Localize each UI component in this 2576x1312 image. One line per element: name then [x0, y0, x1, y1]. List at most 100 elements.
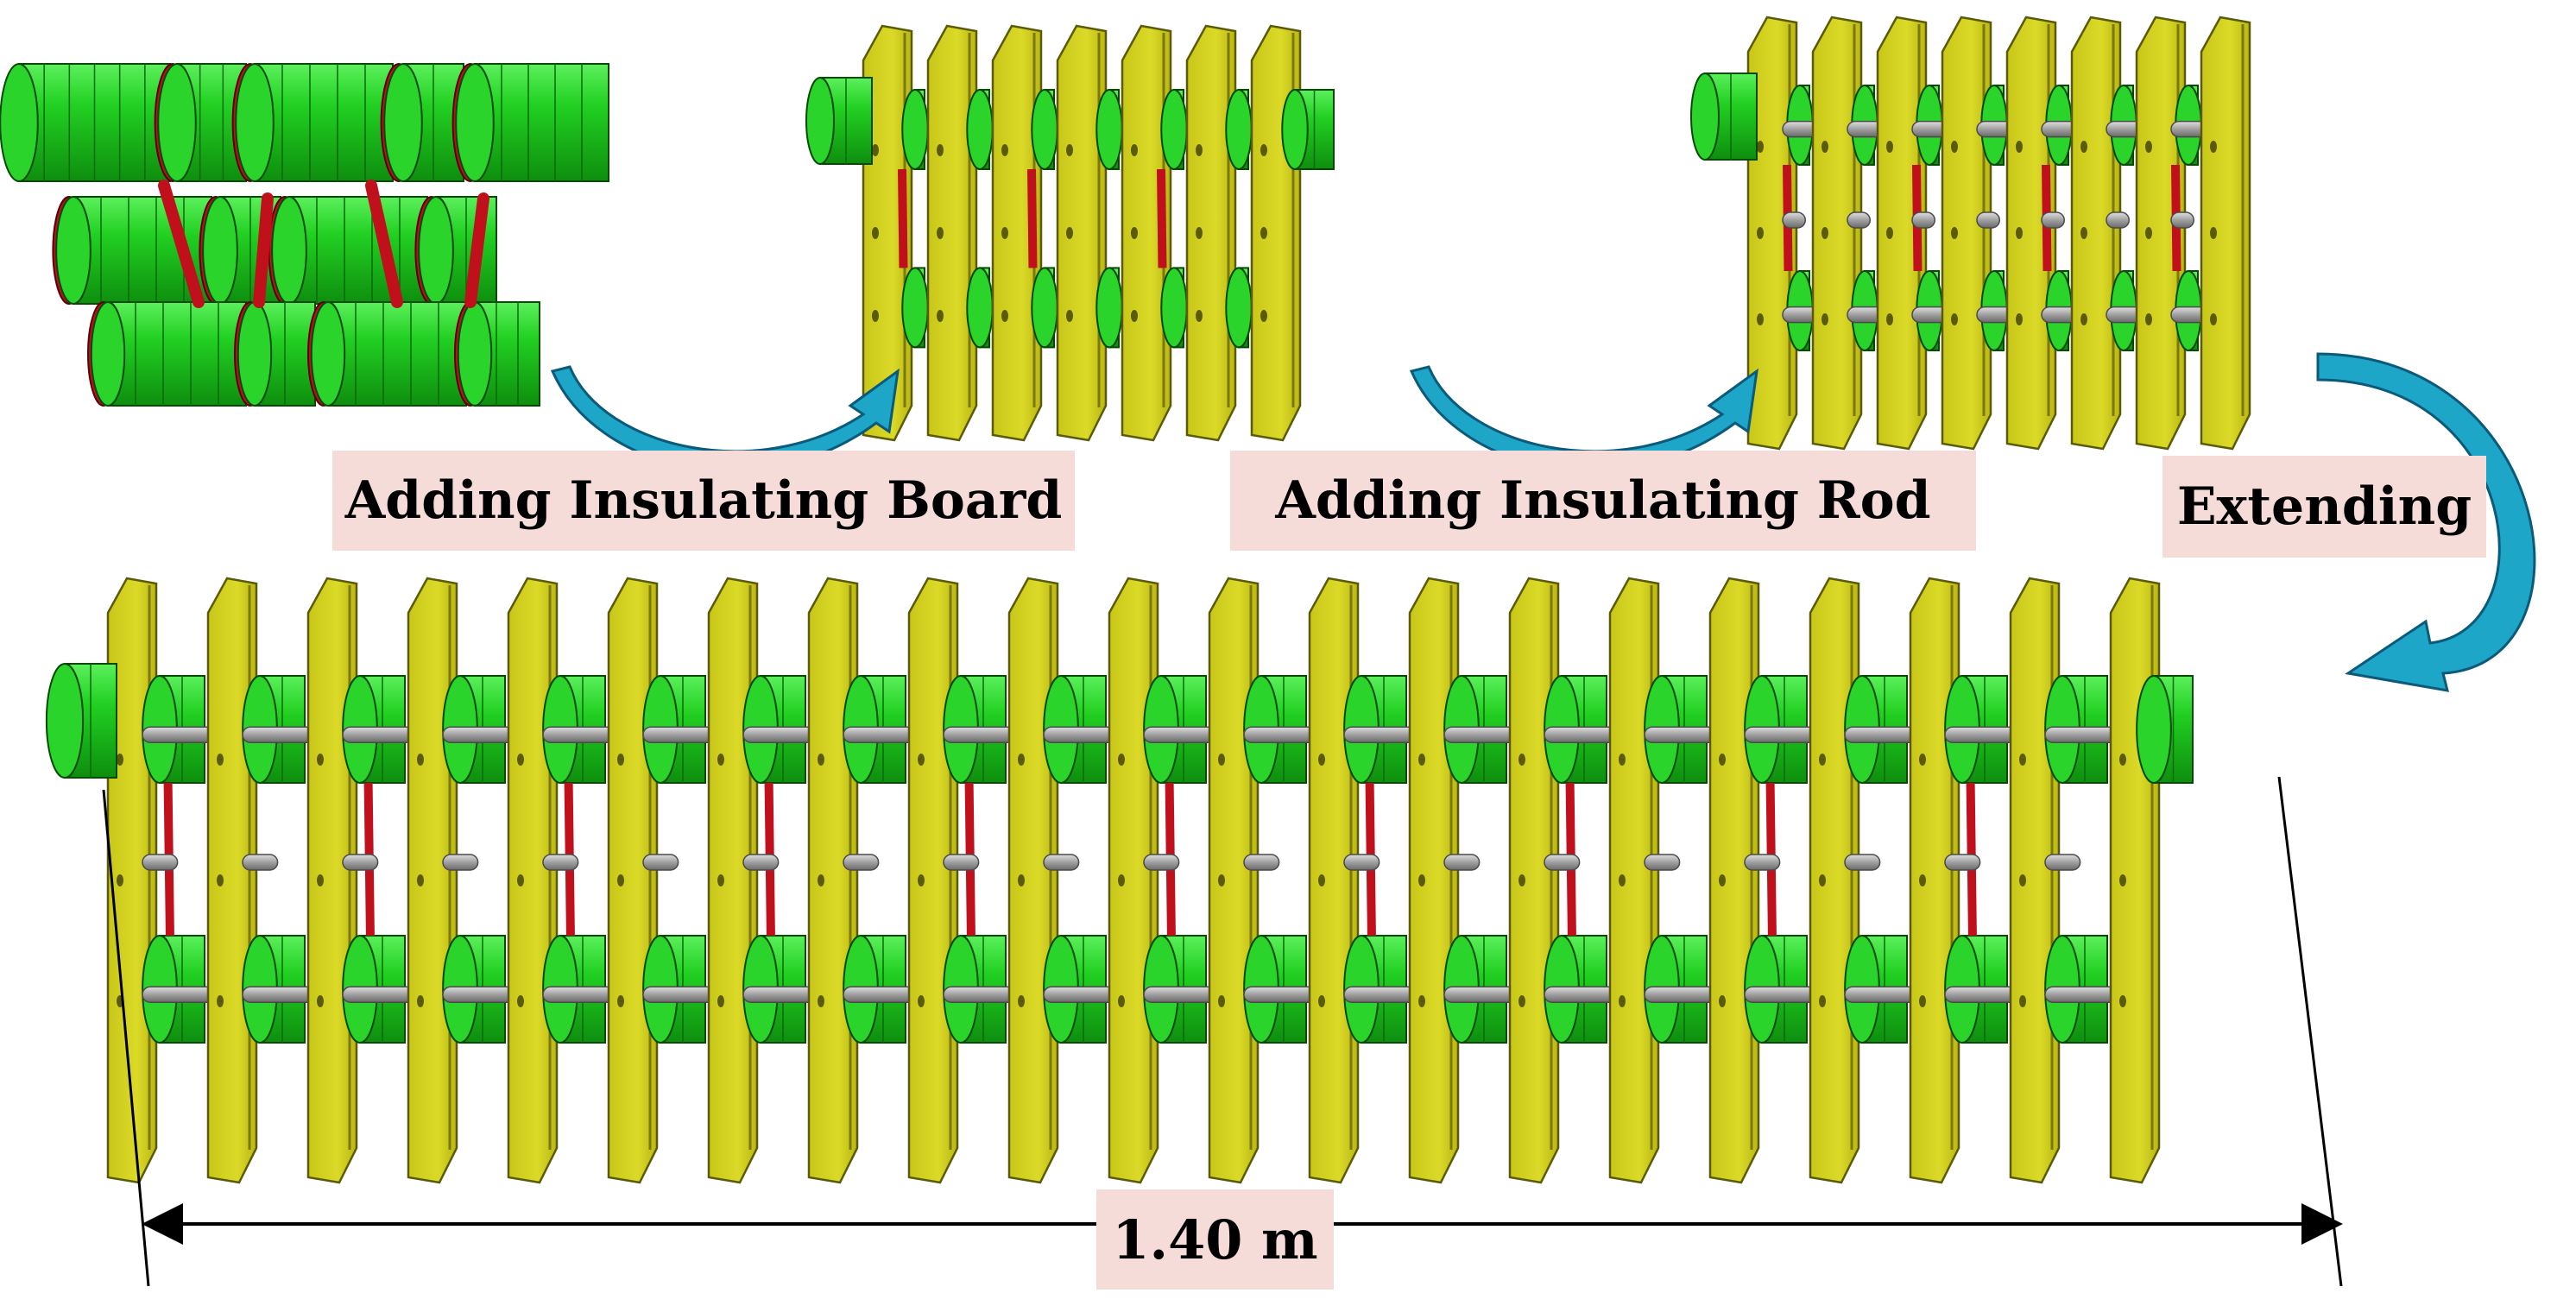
coil-upper: [1095, 89, 1123, 170]
bolt-hole: [717, 754, 724, 766]
coil-upper: [966, 89, 994, 170]
coil-lower: [901, 267, 929, 349]
bolt-hole: [1318, 874, 1325, 886]
bolt-hole: [1001, 144, 1008, 156]
bolt-hole: [1218, 754, 1225, 766]
bolt-hole: [2119, 874, 2126, 886]
bolt-hole: [1822, 141, 1828, 153]
bolt-hole: [2019, 874, 2026, 886]
insulating-board: [1208, 577, 1260, 1184]
bolt-hole: [417, 995, 424, 1007]
insulating-rod: [1443, 854, 1481, 871]
coil-cylinder: [237, 301, 316, 407]
coil-cylinder: [271, 196, 428, 305]
insulating-board: [1308, 577, 1360, 1184]
bolt-hole: [1919, 754, 1926, 766]
insulating-rod: [1143, 854, 1180, 871]
bolt-hole: [1518, 754, 1525, 766]
red-link: [365, 180, 403, 308]
bolt-hole: [1819, 874, 1826, 886]
insulating-rod: [242, 854, 279, 871]
insulating-board: [1185, 24, 1237, 442]
insulating-board: [1007, 577, 1059, 1184]
coil-assembly-with-boards: [805, 24, 1335, 442]
end-coil: [805, 77, 873, 165]
arrow-step2-icon: [1409, 365, 1758, 472]
end-coil: [1281, 89, 1335, 170]
bolt-hole: [1131, 144, 1138, 156]
bolt-hole: [1719, 754, 1726, 766]
bolt-hole: [918, 874, 925, 886]
bolt-hole: [2210, 227, 2217, 239]
insulating-board: [707, 577, 759, 1184]
insulating-rod: [1944, 854, 1981, 871]
insulating-rod: [742, 854, 780, 871]
bolt-hole: [1719, 874, 1726, 886]
insulating-board: [1608, 577, 1660, 1184]
coil-assembly-with-rods: [1690, 16, 2251, 451]
insulating-board: [1809, 577, 1860, 1184]
bolt-hole: [1066, 144, 1073, 156]
insulating-board: [1250, 24, 1302, 442]
coil-cylinder: [0, 63, 171, 182]
insulating-board: [1708, 577, 1760, 1184]
insulating-board: [1108, 577, 1159, 1184]
insulating-rod: [1644, 854, 1681, 871]
bolt-hole: [1518, 874, 1525, 886]
bolt-hole: [117, 874, 123, 886]
coil-assembly-extended: [45, 577, 2194, 1184]
insulating-board: [2200, 16, 2251, 451]
bolt-hole: [1001, 310, 1008, 322]
insulating-rod: [2044, 854, 2081, 871]
label-adding-insulating-rod: Adding Insulating Rod: [1230, 451, 1976, 551]
bolt-hole: [1518, 995, 1525, 1007]
bolt-hole: [1066, 227, 1073, 239]
coil-upper: [1031, 89, 1058, 170]
insulating-board: [1408, 577, 1460, 1184]
bolt-hole: [1196, 227, 1203, 239]
coil-cylinder: [235, 63, 394, 182]
bolt-hole: [1822, 227, 1828, 239]
bolt-hole: [2145, 227, 2152, 239]
bolt-hole: [1822, 313, 1828, 325]
bolt-hole: [1886, 141, 1893, 153]
insulating-board: [2109, 577, 2161, 1184]
bolt-hole: [2080, 227, 2087, 239]
insulating-rod: [1744, 854, 1781, 871]
arrow-step1-icon: [550, 365, 900, 472]
bolt-hole: [1118, 874, 1125, 886]
bolt-hole: [417, 754, 424, 766]
insulating-rod: [342, 854, 379, 871]
insulating-board: [607, 577, 659, 1184]
insulating-board: [407, 577, 458, 1184]
label-length-dimension: 1.40 m: [1096, 1189, 1334, 1290]
insulating-rod: [542, 854, 579, 871]
bolt-hole: [1951, 313, 1958, 325]
coil-upper: [1225, 89, 1253, 170]
bolt-hole: [1719, 995, 1726, 1007]
insulating-rod: [1844, 854, 1881, 871]
bolt-hole: [1418, 995, 1425, 1007]
red-link: [464, 192, 489, 308]
insulating-rod: [2041, 211, 2065, 229]
bolt-hole: [1619, 754, 1626, 766]
coil-lower: [1160, 267, 1188, 349]
bolt-hole: [217, 754, 224, 766]
insulating-rod: [1243, 854, 1280, 871]
insulating-rod: [442, 854, 479, 871]
bolt-hole: [1951, 141, 1958, 153]
insulating-rod: [642, 854, 679, 871]
bolt-hole: [1260, 144, 1267, 156]
bolt-hole: [2080, 313, 2087, 325]
bolt-hole: [2210, 313, 2217, 325]
insulating-rod: [1911, 211, 1935, 229]
bolt-hole: [1001, 227, 1008, 239]
bolt-hole: [2145, 313, 2152, 325]
bolt-hole: [1196, 310, 1203, 322]
bolt-hole: [2016, 227, 2023, 239]
bolt-hole: [617, 995, 624, 1007]
insulating-rod: [1847, 211, 1871, 229]
red-link: [253, 192, 274, 308]
bolt-hole: [1018, 874, 1025, 886]
